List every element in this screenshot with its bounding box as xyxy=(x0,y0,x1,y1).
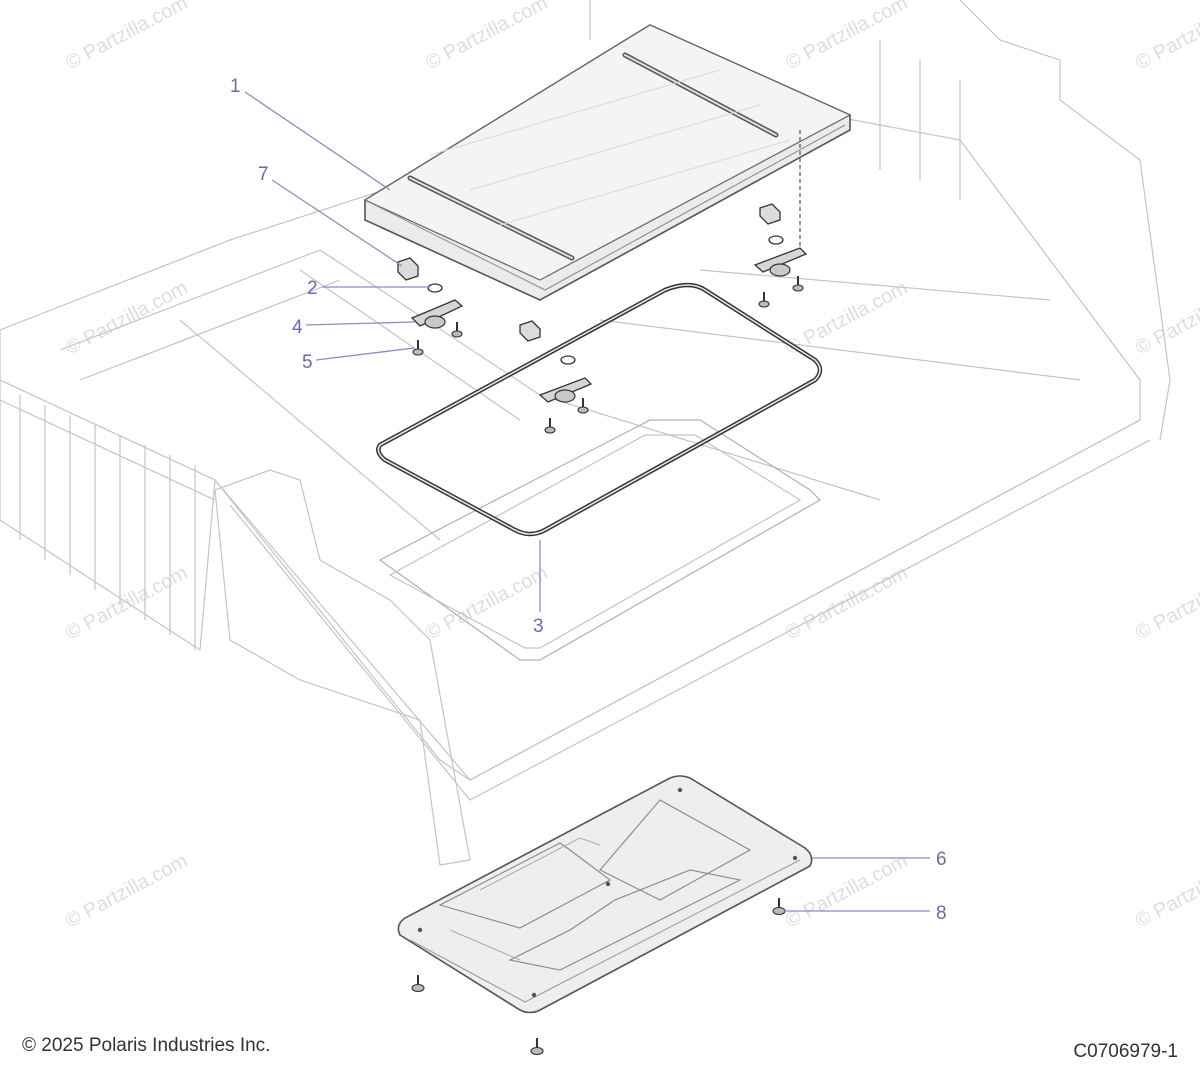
part-4-hinge[interactable] xyxy=(410,299,464,329)
copyright-notice: © 2025 Polaris Industries Inc. xyxy=(22,1035,270,1056)
washer xyxy=(560,235,784,365)
part-1-storage-lid[interactable] xyxy=(363,24,852,301)
callout-8[interactable]: 8 xyxy=(936,903,947,924)
watermark: © Partzilla.com xyxy=(62,277,191,360)
cargo-box-front-rail xyxy=(214,419,1151,801)
watermark: © Partzilla.com xyxy=(782,0,911,74)
callout-7[interactable]: 7 xyxy=(258,164,269,185)
leader-lines xyxy=(244,91,930,912)
watermark: © Partzilla.com xyxy=(1132,850,1200,933)
part-6-cover-plate[interactable] xyxy=(397,775,813,1014)
callout-3[interactable]: 3 xyxy=(533,616,544,637)
part-2-washer[interactable] xyxy=(427,283,443,293)
diagram-code: C0706979-1 xyxy=(1073,1041,1178,1062)
watermark: © Partzilla.com xyxy=(62,850,191,933)
watermark: © Partzilla.com xyxy=(1132,0,1200,74)
watermark: © Partzilla.com xyxy=(422,0,551,74)
hinge xyxy=(538,247,808,403)
cargo-box-corner-post xyxy=(214,469,471,866)
latch-keeper xyxy=(519,203,781,342)
callout-labels: 1 2 3 4 5 6 7 8 xyxy=(230,76,947,924)
part-8-push-rivet[interactable] xyxy=(772,898,786,916)
cargo-box-ribs xyxy=(19,395,196,650)
cargo-box-rear-wall xyxy=(589,0,1171,441)
cargo-box-left-wall xyxy=(0,380,216,652)
lid-rib xyxy=(622,52,779,138)
callout-1[interactable]: 1 xyxy=(230,76,241,97)
watermark: © Partzilla.com xyxy=(782,562,911,645)
part-7-latch-keeper[interactable] xyxy=(397,257,419,281)
callout-4[interactable]: 4 xyxy=(292,317,303,338)
lid-rib xyxy=(407,175,575,261)
callout-6[interactable]: 6 xyxy=(936,849,947,870)
screw xyxy=(451,276,804,434)
watermark: © Partzilla.com xyxy=(1132,562,1200,645)
callout-2[interactable]: 2 xyxy=(307,278,318,299)
part-5-screw[interactable] xyxy=(412,340,424,356)
watermark: © Partzilla.com xyxy=(62,0,191,74)
push-rivet xyxy=(411,975,544,1056)
floor-opening xyxy=(378,419,821,661)
callout-5[interactable]: 5 xyxy=(302,352,313,373)
part-3-seal[interactable] xyxy=(376,282,823,537)
